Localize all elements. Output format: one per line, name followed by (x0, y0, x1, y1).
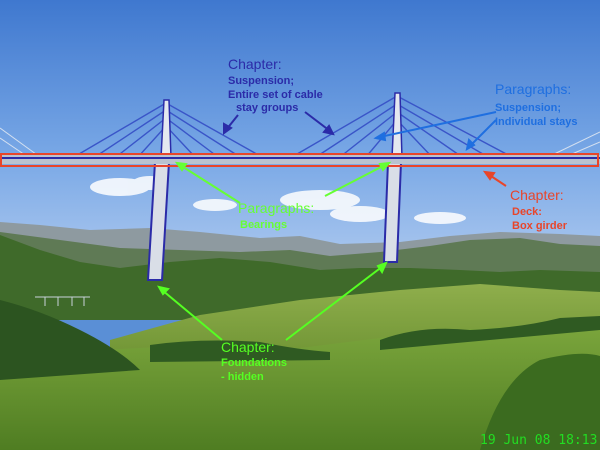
distant-viaduct (35, 296, 90, 306)
pier-right (382, 161, 403, 263)
cable-stays-right (291, 95, 513, 158)
label-foundations-heading: Chapter: (221, 339, 275, 355)
tree-line-middle (150, 340, 330, 362)
label-suspension-line: Entire set of cable (228, 89, 323, 101)
label-deck-chapter: Chapter: Deck: Box girder (510, 187, 568, 232)
sky (0, 0, 600, 260)
label-suspension-heading: Chapter: (228, 56, 282, 72)
label-foundations-line: - hidden (221, 371, 264, 383)
clouds (90, 176, 466, 224)
label-deck-line: Box girder (512, 220, 568, 232)
label-stays-heading: Paragraphs: (495, 81, 571, 97)
bush-foreground-right (480, 353, 600, 450)
label-foundations-chapter: Chapter: Foundations - hidden (221, 339, 287, 383)
label-foundations-line: Foundations (221, 357, 287, 369)
deck-highlight-box (0, 153, 599, 167)
label-bearings-line: Bearings (240, 219, 287, 231)
label-suspension-line: Suspension; (228, 75, 294, 87)
bridge-deck (0, 155, 600, 164)
tree-line-left (0, 300, 140, 380)
arrows-bearings (174, 161, 392, 204)
label-bearings-heading: Paragraphs: (238, 200, 314, 216)
label-bearings-paragraphs: Paragraphs: Bearings (238, 200, 314, 231)
label-suspension-chapter: Chapter: Suspension; Entire set of cable… (228, 56, 323, 114)
label-stays-paragraphs: Paragraphs: Suspension; Individual stays (495, 81, 578, 128)
arrows-suspension (223, 111, 335, 136)
tree-line-right (380, 316, 600, 350)
arrows-foundations (157, 261, 388, 341)
cable-stays-left (73, 102, 263, 158)
label-deck-heading: Chapter: (510, 187, 564, 203)
label-stays-line: Individual stays (495, 116, 578, 128)
arrow-deck (482, 170, 507, 187)
label-suspension-line: stay groups (236, 102, 298, 114)
arrows-stays (373, 111, 497, 151)
photo-timestamp: 19 Jun 08 18:13 (480, 433, 597, 448)
label-stays-line: Suspension; (495, 102, 561, 114)
label-deck-line: Deck: (512, 206, 542, 218)
